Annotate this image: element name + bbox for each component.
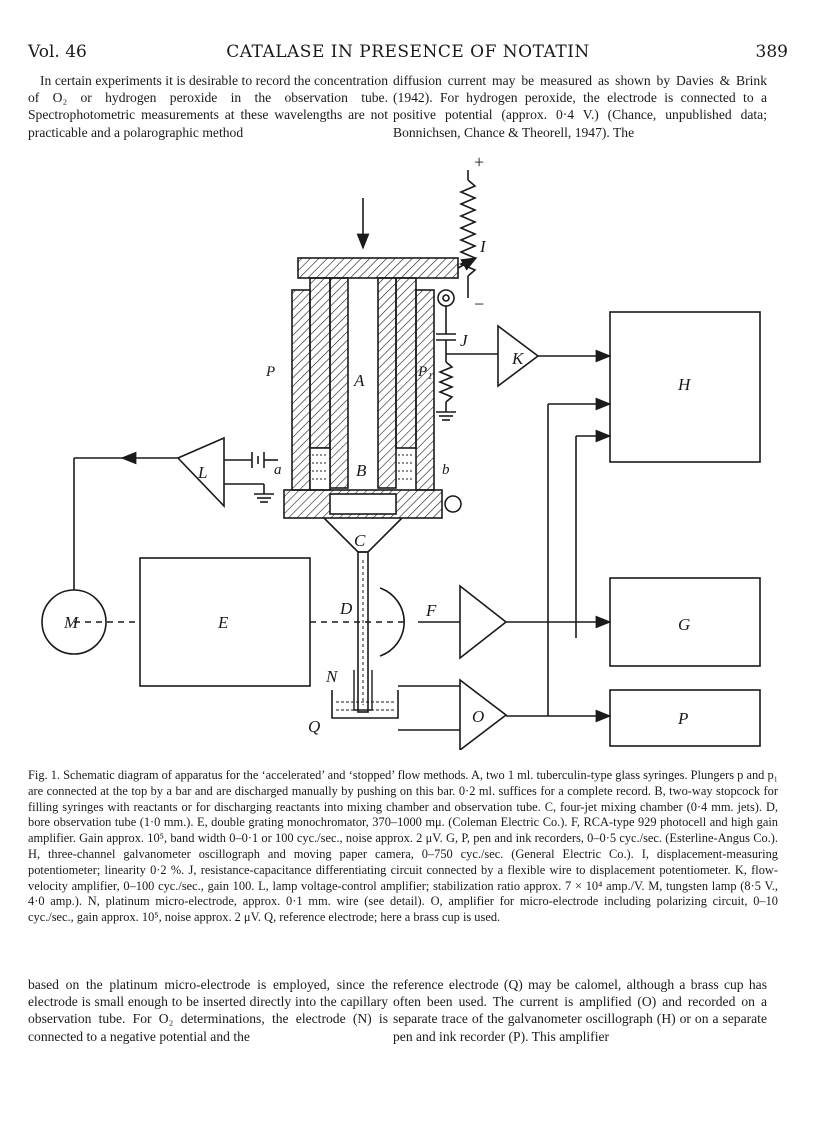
- bottom-right-column: reference electrode (Q) may be calomel, …: [393, 976, 767, 1045]
- label-p: P: [677, 709, 688, 728]
- amplifier-k: [497, 324, 540, 388]
- recorder-p-box: [609, 689, 761, 747]
- stopcock-handle: [444, 495, 462, 513]
- paragraph: based on the platinum micro-electrode is…: [28, 977, 388, 1044]
- label-plunger-p: P: [265, 364, 275, 380]
- label-b-small: b: [442, 462, 450, 478]
- label-plunger-p1: P₁: [417, 364, 432, 380]
- label-g: G: [678, 615, 690, 634]
- running-title: CATALASE IN PRESENCE OF NOTATIN: [226, 42, 590, 62]
- apparatus-diagram: A B C D E F G H I J K L M N O P Q P P₁ a…: [41, 152, 761, 750]
- recorder-g-box: [609, 577, 761, 667]
- label-l: L: [197, 463, 207, 482]
- running-header: Vol. 46 CATALASE IN PRESENCE OF NOTATIN …: [28, 42, 788, 66]
- bottom-left-column: based on the platinum micro-electrode is…: [28, 976, 388, 1045]
- amplifier-o: [459, 678, 508, 750]
- top-right-column: diffusion current may be measured as sho…: [393, 72, 767, 141]
- label-minus: −: [474, 294, 484, 314]
- label-h: H: [677, 375, 692, 394]
- observation-tube: [357, 551, 369, 713]
- paragraph: In certain experiments it is desirable t…: [28, 73, 388, 140]
- label-c: C: [354, 531, 366, 550]
- figure-caption: Fig. 1. Schematic diagram of apparatus f…: [28, 768, 778, 925]
- plunger-p: [309, 277, 331, 449]
- oscillograph-box: [609, 311, 761, 463]
- label-k: K: [511, 349, 525, 368]
- page-number: 389: [755, 42, 788, 62]
- label-d: D: [339, 599, 353, 618]
- label-e: E: [217, 613, 229, 632]
- reference-electrode-cup: [331, 690, 399, 719]
- micro-electrode: [353, 670, 373, 711]
- label-plus: +: [474, 152, 484, 172]
- lamp: [41, 589, 107, 655]
- label-f: F: [425, 601, 437, 620]
- paragraph: reference electrode (Q) may be calomel, …: [393, 977, 767, 1044]
- amplifier-l: [176, 436, 225, 508]
- label-i: I: [479, 237, 487, 256]
- label-a: A: [353, 371, 365, 390]
- plunger-bar: [297, 257, 459, 279]
- photocell: [379, 587, 405, 657]
- label-q: Q: [308, 717, 320, 736]
- plunger-p1: [395, 277, 417, 449]
- volume-label: Vol. 46: [28, 42, 87, 62]
- label-b: B: [356, 461, 367, 480]
- paragraph: diffusion current may be measured as sho…: [393, 73, 767, 140]
- label-n: N: [325, 667, 339, 686]
- label-o: O: [472, 707, 484, 726]
- photocell-amplifier: [459, 584, 508, 660]
- top-left-column: In certain experiments it is desirable t…: [28, 72, 388, 141]
- label-m: M: [63, 613, 79, 632]
- label-j: J: [460, 331, 469, 350]
- label-a-small: a: [274, 462, 282, 478]
- resistor: [437, 361, 455, 403]
